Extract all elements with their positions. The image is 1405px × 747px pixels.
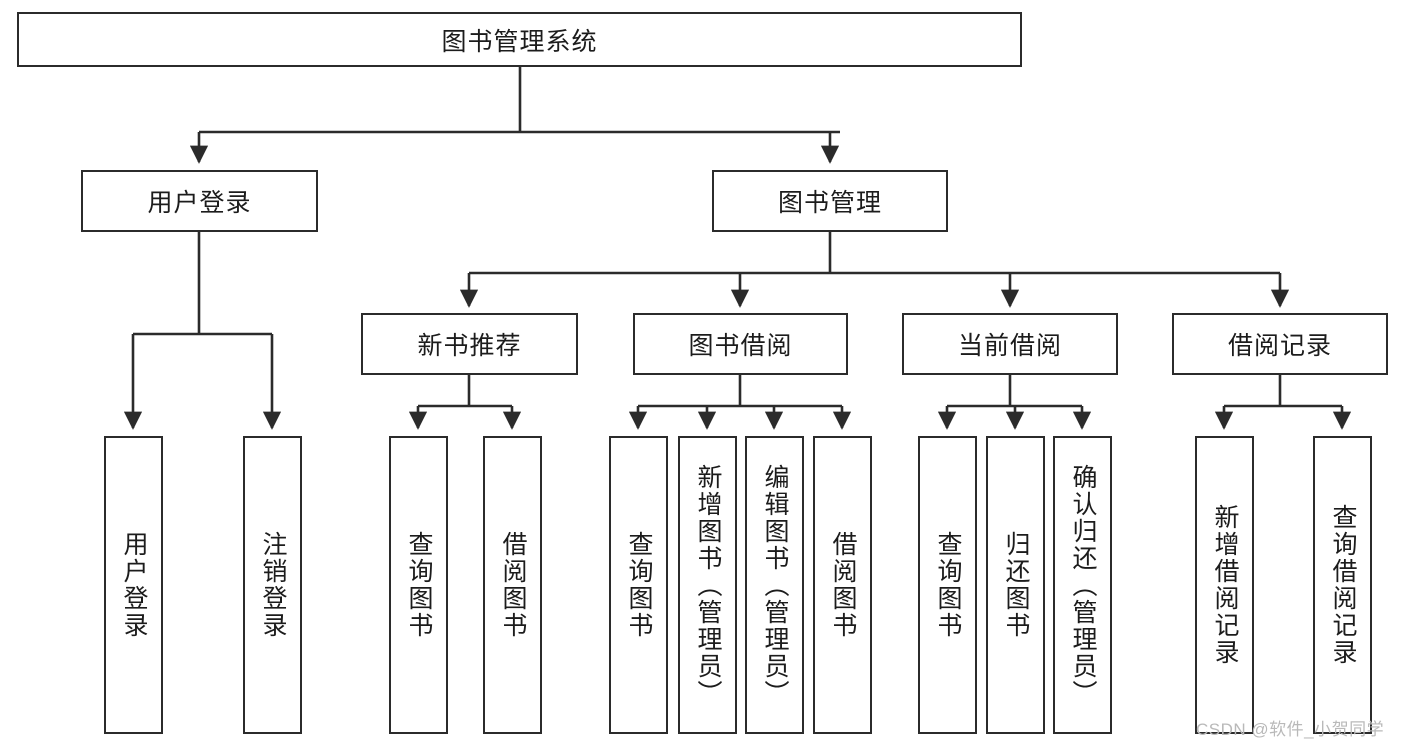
node-label: 查询图书 — [625, 531, 653, 639]
node-leaf-borrow-book-1[interactable]: 借阅图书 — [483, 436, 542, 734]
node-label: 新增图书（管理员） — [694, 463, 722, 707]
node-label: 图书借阅 — [688, 332, 793, 360]
node-leaf-query-book-3[interactable]: 查询图书 — [918, 436, 977, 734]
node-label: 图书管理 — [777, 189, 882, 217]
node-label: 借阅图书 — [829, 531, 857, 639]
node-leaf-borrow-book-2[interactable]: 借阅图书 — [813, 436, 872, 734]
node-leaf-logout-login[interactable]: 注销登录 — [243, 436, 302, 734]
node-leaf-add-book-admin[interactable]: 新增图书（管理员） — [678, 436, 737, 734]
node-book-borrow[interactable]: 图书借阅 — [633, 313, 848, 375]
node-label: 新书推荐 — [417, 332, 522, 360]
node-label: 借阅图书 — [499, 531, 527, 639]
node-label: 图书管理系统 — [441, 27, 598, 56]
node-label: 归还图书 — [1002, 531, 1030, 639]
node-leaf-confirm-return-admin[interactable]: 确认归还（管理员） — [1053, 436, 1112, 734]
node-root-system[interactable]: 图书管理系统 — [17, 12, 1022, 67]
node-label: 当前借阅 — [957, 332, 1062, 360]
node-label: 新增借阅记录 — [1211, 504, 1239, 666]
node-label: 确认归还（管理员） — [1069, 463, 1097, 707]
csdn-watermark: CSDN @软件_小贺同学 — [1196, 720, 1385, 739]
node-label: 查询图书 — [934, 531, 962, 639]
node-leaf-query-borrow-record[interactable]: 查询借阅记录 — [1313, 436, 1372, 734]
node-label: 编辑图书（管理员） — [761, 463, 789, 707]
node-label: 查询借阅记录 — [1329, 504, 1357, 666]
node-label: 借阅记录 — [1227, 332, 1332, 360]
node-leaf-query-book-1[interactable]: 查询图书 — [389, 436, 448, 734]
node-leaf-edit-book-admin[interactable]: 编辑图书（管理员） — [745, 436, 804, 734]
node-label: 注销登录 — [259, 531, 287, 639]
node-leaf-query-book-2[interactable]: 查询图书 — [609, 436, 668, 734]
node-borrow-record[interactable]: 借阅记录 — [1172, 313, 1388, 375]
node-book-manage[interactable]: 图书管理 — [712, 170, 948, 232]
node-new-book-recommend[interactable]: 新书推荐 — [361, 313, 578, 375]
node-label: 用户登录 — [147, 189, 252, 217]
node-leaf-return-book[interactable]: 归还图书 — [986, 436, 1045, 734]
node-label: 查询图书 — [405, 531, 433, 639]
node-user-login[interactable]: 用户登录 — [81, 170, 318, 232]
node-label: 用户登录 — [120, 531, 148, 639]
node-current-borrow[interactable]: 当前借阅 — [902, 313, 1118, 375]
node-leaf-user-login[interactable]: 用户登录 — [104, 436, 163, 734]
node-leaf-add-borrow-record[interactable]: 新增借阅记录 — [1195, 436, 1254, 734]
